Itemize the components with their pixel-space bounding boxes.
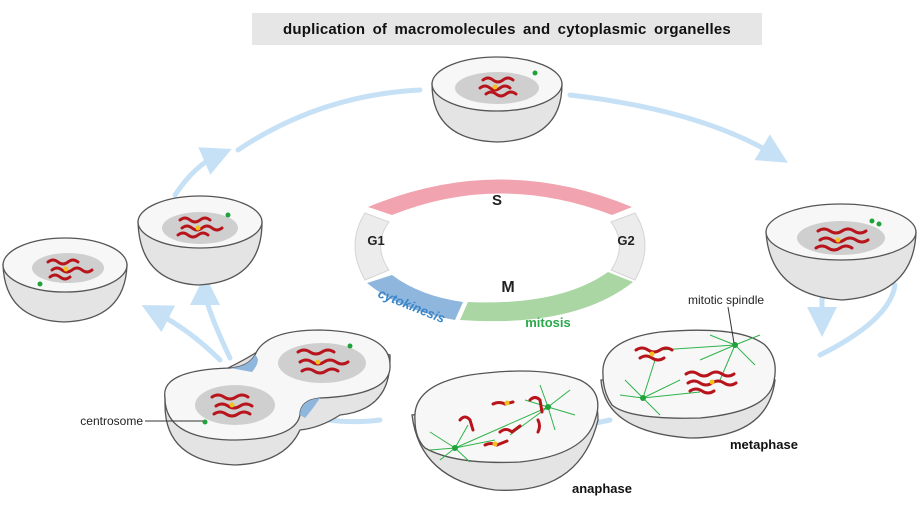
spindle-pole [732, 342, 738, 348]
cycle-arrows [141, 87, 898, 433]
cell-anaphase [411, 370, 599, 491]
g2-phase-label: G2 [617, 233, 634, 248]
centrosome-dot [876, 221, 882, 227]
diagram-title: duplication of macromolecules and cytopl… [252, 13, 762, 45]
mitotic-spindle-leader [727, 306, 735, 344]
cell-s-phase [431, 56, 563, 143]
cell-g1-lower [2, 237, 128, 323]
anaphase-label: anaphase [572, 481, 632, 496]
spindle-pole [452, 445, 458, 451]
cell-g1-upper [137, 195, 263, 286]
s-phase-label: S [492, 192, 502, 209]
cytokinesis-arc [367, 275, 463, 320]
arrow-right [817, 282, 898, 358]
centrosome-dot [532, 70, 538, 76]
cell-cytokinesis [164, 329, 391, 466]
metaphase-label: metaphase [730, 437, 798, 452]
arrow-left-upper [141, 305, 223, 363]
arrow-top-left [235, 87, 423, 153]
arrow-left-arc [172, 147, 232, 198]
spindle-pole [640, 395, 646, 401]
cell-metaphase [600, 329, 776, 439]
centrosome-dot [202, 419, 208, 425]
centrosome-dot [37, 281, 43, 287]
centrosome-label: centrosome [80, 414, 143, 428]
m-phase-label: M [501, 279, 514, 296]
mitosis-arc [460, 272, 633, 322]
cell-g2-phase [765, 203, 917, 301]
s-phase-arc [368, 179, 632, 215]
centrosome-dot [225, 212, 231, 218]
arrow-top-right [567, 92, 788, 163]
g1-phase-label: G1 [367, 233, 384, 248]
phase-ring: S G1 G2 M cytokinesis mitosis [354, 179, 646, 330]
spindle-fibers [429, 384, 576, 463]
centrosome-dot [869, 218, 875, 224]
g2-phase-arc [610, 212, 646, 281]
mitotic-spindle-label: mitotic spindle [688, 293, 764, 307]
centrosome-dot [347, 343, 353, 349]
g1-phase-arc [354, 212, 390, 281]
arrow-left-mid [190, 275, 233, 361]
nucleus [195, 385, 275, 425]
spindle-pole [545, 404, 551, 410]
mitosis-label: mitosis [525, 315, 571, 330]
nucleus [797, 221, 885, 255]
